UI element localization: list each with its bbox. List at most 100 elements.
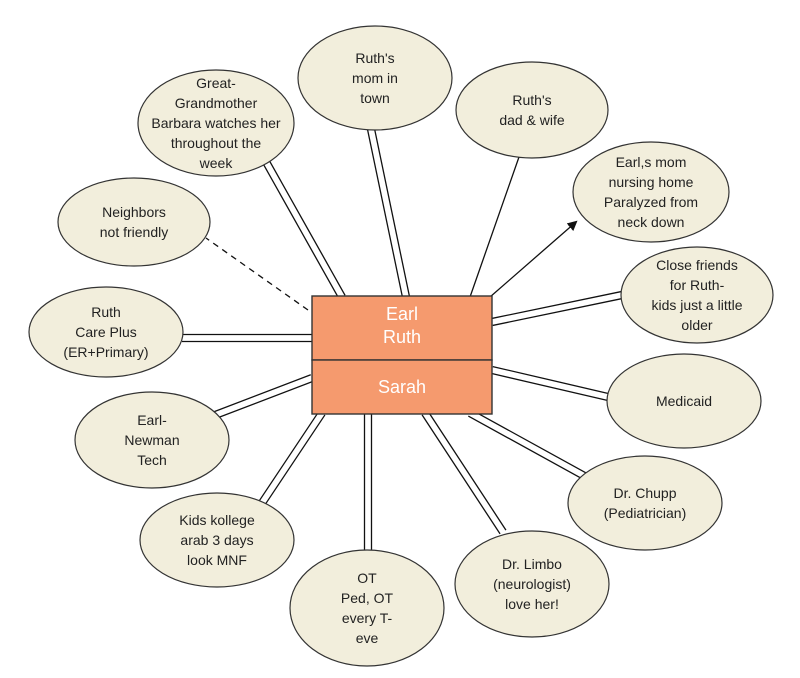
family-box-top	[311, 295, 493, 361]
connector-dr-chupp	[467, 409, 591, 482]
node-ellipse	[454, 530, 610, 638]
connector-line	[208, 374, 311, 415]
node-label-line: (neurologist)	[493, 576, 571, 592]
node-ellipse	[28, 286, 184, 378]
connector-great-grandmother	[261, 157, 346, 300]
connector-line	[366, 129, 404, 298]
node-ellipse	[297, 25, 453, 131]
connector-earls-mom	[489, 220, 578, 298]
node-neighbors: Neighbors not friendly	[57, 177, 211, 267]
node-label-line: Ruth's	[512, 92, 551, 108]
connector-arrow	[489, 220, 578, 298]
connector-line	[427, 410, 507, 531]
node-label-line: Newman	[124, 432, 179, 448]
node-label-line: for Ruth-	[670, 277, 725, 293]
connector-ruths-mom	[366, 128, 411, 298]
node-label-line: Ped, OT	[341, 590, 394, 606]
node-label-line: eve	[356, 630, 379, 646]
node-ellipse	[289, 549, 445, 667]
connector-ruth-care-plus	[182, 333, 312, 343]
node-label-line: Great-	[196, 75, 236, 91]
connector-line	[211, 380, 314, 421]
node-label-line: look MNF	[187, 552, 247, 568]
connector-earl-newman	[208, 374, 314, 421]
node-label-line: Neighbors	[102, 204, 166, 220]
connector-line	[264, 414, 326, 506]
node-label-line: OT	[357, 570, 377, 586]
node-ruths-mom: Ruth's mom in town	[297, 25, 453, 131]
node-label-line: Care Plus	[75, 324, 136, 340]
connector-medicaid	[491, 365, 609, 402]
node-label-line: love her!	[505, 596, 559, 612]
connector-line	[491, 290, 622, 320]
node-ellipse	[455, 61, 609, 159]
connector-kids-kollege	[258, 410, 326, 506]
node-ellipse	[57, 177, 211, 267]
connector-ot-ped	[363, 413, 373, 551]
node-label-line: Dr. Limbo	[502, 556, 562, 572]
node-label-line: arab 3 days	[180, 532, 253, 548]
node-dr-limbo: Dr. Limbo (neurologist) love her!	[454, 530, 610, 638]
node-label-line: town	[360, 90, 390, 106]
node-label-line: Paralyzed from	[604, 194, 698, 210]
node-ellipse	[567, 455, 723, 551]
node-label-line: not friendly	[100, 224, 168, 240]
node-label-line: Close friends	[656, 257, 738, 273]
connector-neighbors	[205, 237, 309, 311]
node-ellipse	[137, 69, 295, 177]
node-label-line: week	[199, 155, 234, 171]
node-label-line: Tech	[137, 452, 167, 468]
node-label-line: Barbara watches her	[151, 115, 281, 131]
node-label-line: Kids kollege	[179, 512, 255, 528]
node-label-line: older	[681, 317, 712, 333]
node-ruths-dad: Ruth's dad & wife	[455, 61, 609, 159]
connector-line	[492, 365, 609, 395]
family-box-name: Sarah	[378, 377, 426, 397]
node-label-line: Ruth's	[355, 50, 394, 66]
connector-line	[467, 415, 587, 482]
node-label-line: mom in	[352, 70, 398, 86]
node-label-line: dad & wife	[499, 112, 565, 128]
connector-line	[421, 414, 501, 535]
connector-line	[205, 237, 309, 311]
node-dr-chupp: Dr. Chupp (Pediatrician)	[567, 455, 723, 551]
family-box-name: Ruth	[383, 327, 421, 347]
connector-line	[258, 410, 320, 502]
node-label-line: neck down	[618, 214, 685, 230]
node-label-line: Earl,s mom	[616, 154, 687, 170]
connector-close-friends	[491, 290, 623, 327]
connector-line	[373, 128, 411, 297]
node-ellipse	[606, 353, 762, 449]
family-box-name: Earl	[386, 304, 418, 324]
connector-line	[261, 161, 340, 300]
connector-line	[492, 297, 623, 327]
connector-line	[491, 372, 608, 402]
node-label-line: nursing home	[609, 174, 694, 190]
node-medicaid: Medicaid	[606, 353, 762, 449]
node-label-line: Earl-	[137, 412, 167, 428]
connections	[182, 128, 623, 551]
node-ellipse	[74, 391, 230, 489]
node-label-line: throughout the	[171, 135, 262, 151]
node-ellipse	[620, 246, 774, 344]
connector-line	[471, 409, 591, 476]
node-kids-kollege: Kids kollege arab 3 days look MNF	[139, 492, 295, 588]
node-label-line: (ER+Primary)	[63, 344, 148, 360]
node-label-line: Grandmother	[175, 95, 258, 111]
family-box-bottom	[311, 359, 493, 415]
node-label-line: Ruth	[91, 304, 121, 320]
node-label-line: Dr. Chupp	[613, 485, 676, 501]
connector-line	[267, 157, 346, 296]
connector-line	[469, 156, 520, 298]
node-label-line: (Pediatrician)	[604, 505, 686, 521]
node-ellipse	[139, 492, 295, 588]
connector-ruths-dad	[469, 156, 520, 298]
